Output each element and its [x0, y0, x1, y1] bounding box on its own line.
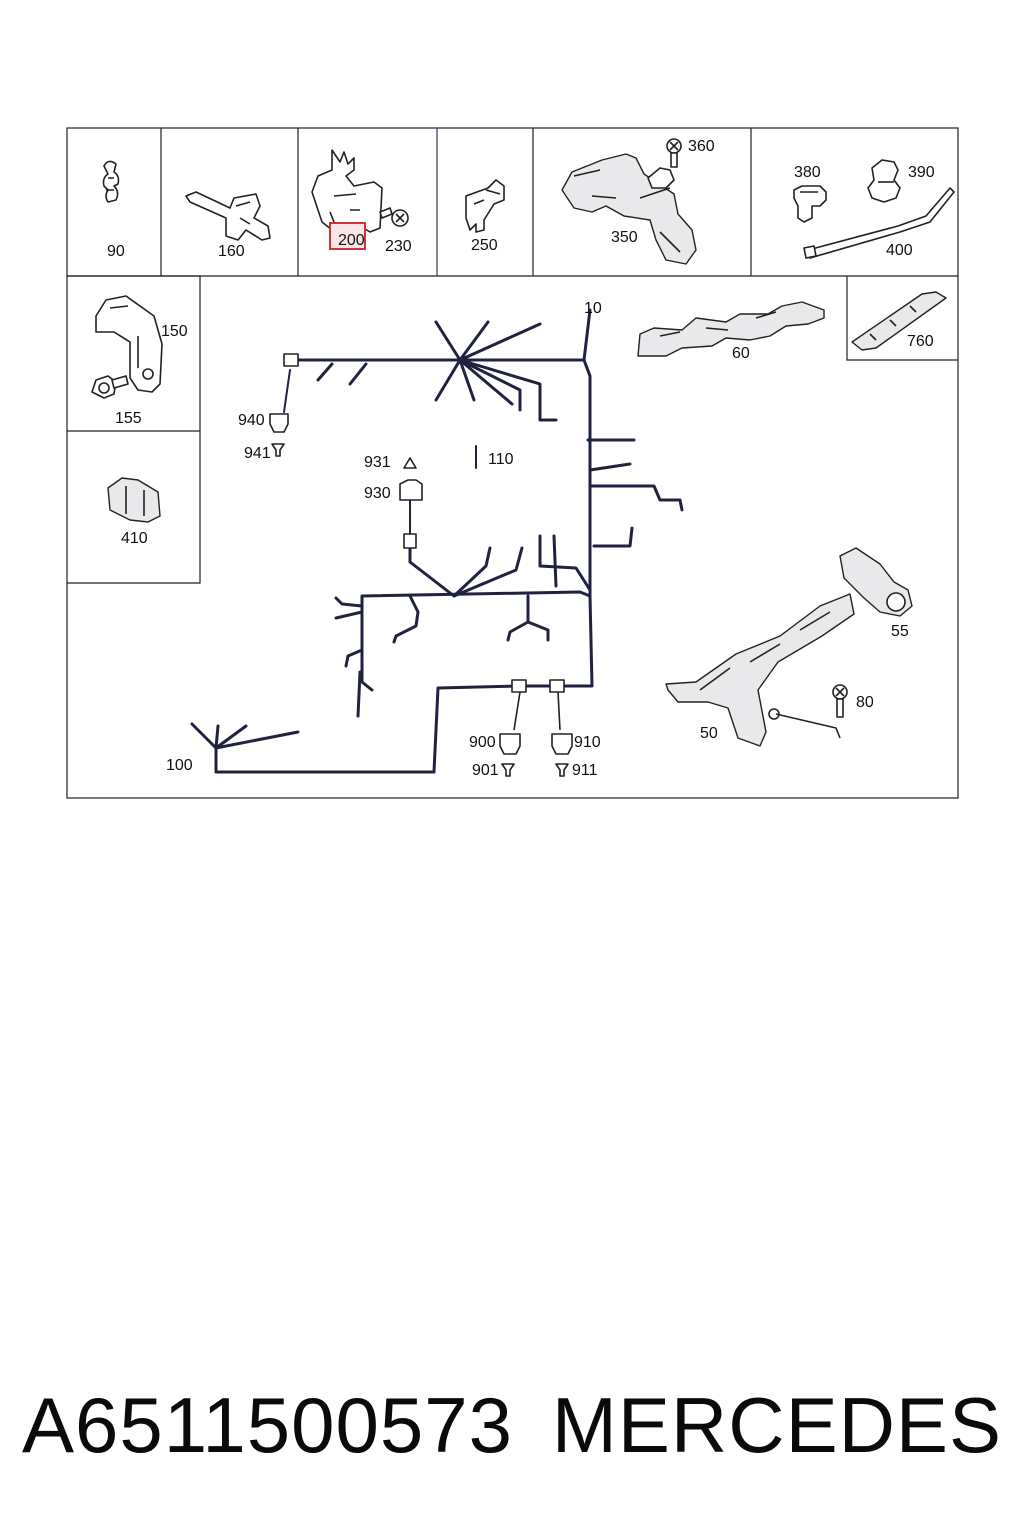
- label-940: 940: [238, 412, 265, 429]
- seal-911-part[interactable]: [555, 763, 569, 777]
- clip-90-part[interactable]: [102, 160, 120, 203]
- carrier-50-part[interactable]: [665, 593, 855, 747]
- label-390: 390: [908, 164, 935, 181]
- part-labels: 90 160 200 230 250 350 360 380 390 400 1…: [107, 138, 935, 779]
- label-911: 911: [572, 762, 598, 779]
- clip-390-part[interactable]: [867, 159, 901, 203]
- label-55: 55: [891, 623, 909, 640]
- screw-230-part[interactable]: [379, 207, 409, 227]
- connector-930-part[interactable]: [399, 479, 423, 501]
- label-941: 941: [244, 445, 271, 462]
- label-360: 360: [688, 138, 715, 155]
- label-80: 80: [856, 694, 874, 711]
- label-230: 230: [385, 238, 412, 255]
- bracket-160-part[interactable]: [185, 191, 271, 241]
- seal-901-part[interactable]: [501, 763, 515, 777]
- label-901: 901: [472, 762, 499, 779]
- label-100: 100: [166, 757, 193, 774]
- clip-380-part[interactable]: [793, 185, 827, 223]
- connector-55-part[interactable]: [839, 547, 913, 617]
- connector-900-part[interactable]: [499, 733, 521, 755]
- bracket-150-part[interactable]: [95, 295, 163, 393]
- bolt-155-part[interactable]: [91, 375, 129, 399]
- label-400: 400: [886, 242, 913, 259]
- screw-360-part[interactable]: [666, 138, 682, 168]
- diagram-frames: [66, 127, 959, 799]
- bolt-80-part[interactable]: [775, 684, 848, 739]
- footer-caption: A6511500573 MERCEDES: [0, 1370, 1024, 1480]
- connector-910-part[interactable]: [551, 733, 573, 755]
- label-910: 910: [574, 734, 601, 751]
- label-10: 10: [584, 300, 602, 317]
- label-350: 350: [611, 229, 638, 246]
- rail-760-part[interactable]: [851, 291, 947, 351]
- label-760: 760: [907, 333, 934, 350]
- label-931: 931: [364, 454, 391, 471]
- brand-name: MERCEDES: [551, 1380, 1002, 1469]
- label-410: 410: [121, 530, 148, 547]
- wiring-harness-diagram: 90 160 200 230 250 350 360 380 390 400 1…: [66, 127, 959, 799]
- label-930: 930: [364, 485, 391, 502]
- harness-channel-60-part[interactable]: [637, 301, 825, 357]
- label-90: 90: [107, 243, 125, 260]
- bracket-250-part[interactable]: [465, 179, 505, 233]
- label-200: 200: [338, 232, 365, 249]
- seal-941-part[interactable]: [271, 443, 285, 457]
- main-wiring-harness: [190, 308, 684, 774]
- clip-410-part[interactable]: [107, 477, 161, 523]
- label-50: 50: [700, 725, 718, 742]
- label-155: 155: [115, 410, 142, 427]
- part-number: A6511500573: [22, 1380, 514, 1469]
- label-160: 160: [218, 243, 245, 260]
- cover-350-part[interactable]: [561, 153, 697, 265]
- bracket-200-part[interactable]: [311, 149, 383, 233]
- highlight-box-200: [329, 222, 366, 250]
- label-60: 60: [732, 345, 750, 362]
- connector-940-part[interactable]: [269, 413, 289, 433]
- label-900: 900: [469, 734, 496, 751]
- harness-connectors: [283, 353, 565, 731]
- label-110: 110: [488, 451, 514, 468]
- label-250: 250: [471, 237, 498, 254]
- cable-tie-400-part[interactable]: [803, 187, 955, 259]
- label-150: 150: [161, 323, 188, 340]
- seal-931-part[interactable]: [403, 457, 417, 469]
- label-380: 380: [794, 164, 821, 181]
